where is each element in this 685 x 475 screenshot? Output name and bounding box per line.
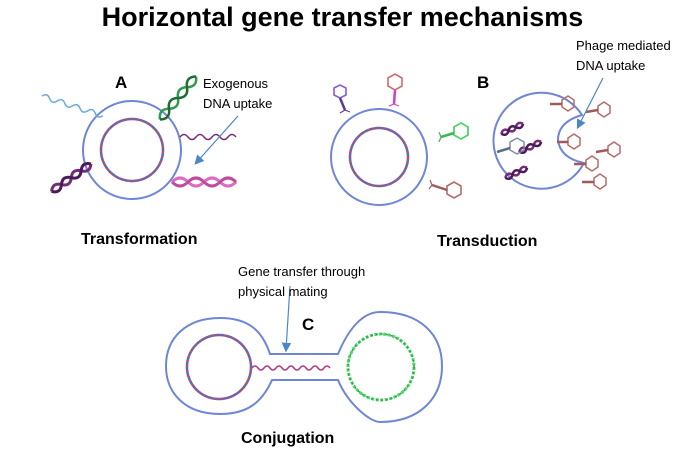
panel-c-note-line2: physical mating bbox=[238, 284, 328, 299]
lysing-cell bbox=[492, 91, 586, 190]
panel-c-artwork bbox=[164, 285, 444, 424]
dna-helix-green bbox=[158, 75, 198, 121]
phage-brown-attached bbox=[428, 179, 462, 199]
host-cell bbox=[330, 108, 428, 206]
panel-b-letter: B bbox=[477, 73, 490, 92]
dna-helix-pink bbox=[170, 176, 238, 188]
panel-c-note-line1: Gene transfer through bbox=[238, 264, 366, 279]
panel-b-note-line2: DNA uptake bbox=[576, 58, 646, 73]
phage-dna-inside bbox=[496, 121, 543, 181]
panel-b-label: Transduction bbox=[437, 233, 538, 250]
panel-b-note-line1: Phage mediated bbox=[576, 38, 671, 53]
panel-a-label: Transformation bbox=[81, 231, 198, 248]
phage-uptake-arrow bbox=[576, 77, 604, 130]
panel-a-note-line2: DNA uptake bbox=[203, 96, 273, 111]
panel-c-label: Conjugation bbox=[241, 430, 335, 447]
dna-helix-purple bbox=[50, 162, 93, 194]
panel-b-artwork bbox=[330, 73, 621, 206]
dna-fragment-purple bbox=[179, 133, 237, 141]
bacterial-cell bbox=[82, 100, 182, 200]
phage-purple bbox=[333, 84, 351, 114]
transferred-dna bbox=[251, 365, 331, 371]
panel-a-note-line1: Exogenous bbox=[203, 76, 269, 91]
mating-arrow bbox=[281, 285, 292, 353]
conjugating-cells bbox=[164, 310, 444, 424]
panel-a-artwork bbox=[41, 75, 239, 200]
uptake-arrow bbox=[194, 115, 239, 165]
panel-a-letter: A bbox=[115, 73, 128, 92]
phage-pink bbox=[387, 73, 403, 107]
panel-c-letter: C bbox=[302, 315, 315, 334]
released-phages bbox=[550, 95, 621, 190]
dna-fragment-blue bbox=[41, 93, 104, 118]
diagram-title: Horizontal gene transfer mechanisms bbox=[101, 2, 584, 32]
phage-green bbox=[438, 121, 469, 143]
